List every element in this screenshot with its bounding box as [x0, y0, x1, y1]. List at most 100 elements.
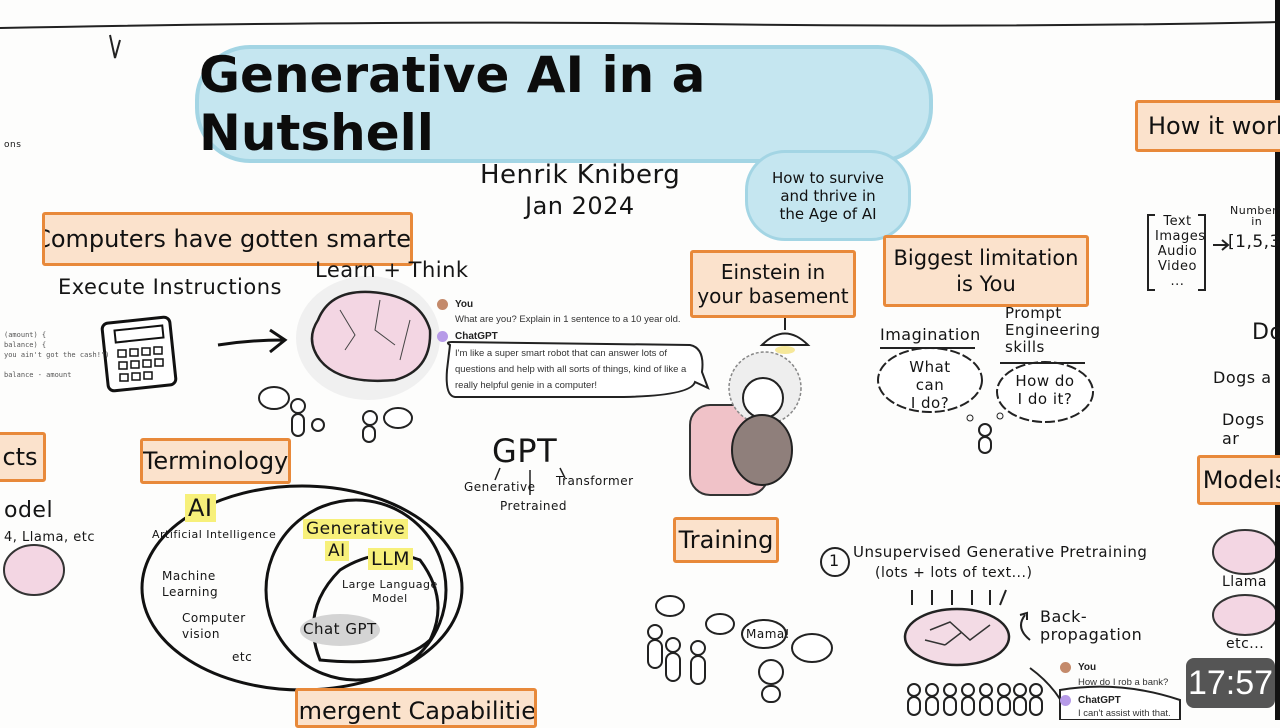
- term-gen-ai-line: AI: [325, 541, 349, 561]
- input-types: Text Images Audio Video ...: [1155, 214, 1206, 289]
- code-line: balance) {: [4, 341, 47, 349]
- chat1-user-name: You: [455, 299, 474, 310]
- how-it-works-label: How it works: [1135, 100, 1280, 152]
- code-line: you ain't got the cash!"): [4, 351, 110, 359]
- gpt-generative: Generative: [464, 480, 536, 494]
- term-ml-line: Machine: [162, 569, 216, 583]
- term-llm-text: LLM: [368, 548, 414, 570]
- backprop-line: Back-: [1040, 607, 1088, 626]
- thought-line: I do it?: [1017, 390, 1073, 408]
- gen-ai-ellipse: [264, 498, 448, 682]
- chat1-user-message: What are you? Explain in 1 sentence to a…: [455, 314, 681, 325]
- subtitle-line: the Age of AI: [779, 204, 877, 223]
- date: Jan 2024: [525, 192, 635, 220]
- term-ai-full: Artificial Intelligence: [152, 528, 277, 541]
- training-label: Training: [673, 517, 779, 563]
- term-ai: AI: [185, 494, 216, 522]
- speech-mama: Mama!: [746, 627, 791, 641]
- term-ml-line: Learning: [162, 585, 219, 599]
- author: Henrik Kniberg: [480, 160, 681, 190]
- term-llm-line: Large Language: [342, 578, 438, 591]
- fragment-dogs-1: Dogs a: [1213, 368, 1272, 387]
- chat2-bot-message: I can't assist with that.: [1078, 708, 1171, 719]
- top-stroke: [0, 21, 1280, 29]
- terminology-label: Terminology: [140, 438, 291, 484]
- prompt-line: skills: [1005, 338, 1045, 356]
- input-type: ...: [1170, 274, 1185, 289]
- gpt-title: GPT: [492, 432, 558, 470]
- gpt-pretrained: Pretrained: [500, 499, 568, 513]
- term-etc: etc: [232, 650, 253, 664]
- models-label: Models: [1197, 455, 1280, 505]
- emergent-capabilities-label: Emergent Capabilities: [295, 688, 537, 728]
- term-gen-ai: Generative AI: [303, 518, 409, 562]
- chatgpt-avatar: [1060, 695, 1071, 706]
- user-avatar: [1060, 662, 1071, 673]
- step-note: (lots + lots of text...): [875, 565, 1033, 581]
- model-etc: etc...: [1226, 636, 1265, 652]
- thought-line: I do?: [910, 394, 950, 412]
- top-left-fragment: ons: [4, 140, 22, 150]
- term-cv-line: Computer: [182, 611, 246, 625]
- limitation-label-line: Biggest limitation: [893, 246, 1079, 270]
- code-snippet: (amount) { balance) { you ain't got the …: [4, 330, 109, 380]
- term-chatgpt: Chat GPT: [303, 620, 377, 638]
- term-ai-text: AI: [185, 494, 216, 522]
- chat2-user-name: You: [1078, 662, 1097, 673]
- input-type: Video: [1158, 259, 1197, 274]
- network-icon: [903, 607, 1011, 667]
- subtitle-line: How to survive: [772, 168, 884, 187]
- term-llm-line: Model: [372, 592, 408, 605]
- term-ml: Machine Learning: [162, 568, 218, 600]
- step-title: Unsupervised Generative Pretraining: [853, 543, 1148, 561]
- left-edge-model-list: 4, Llama, etc: [4, 530, 95, 545]
- stick-figures-1: [258, 386, 413, 443]
- biggest-limitation-label: Biggest limitation is You: [883, 235, 1089, 307]
- term-cv: Computer vision: [182, 610, 246, 642]
- llm-shape: [311, 552, 440, 664]
- fragment-dogs-2: Dogs ar: [1222, 410, 1265, 448]
- chat-bubble-1: [445, 340, 710, 399]
- code-line: (amount) {: [4, 331, 47, 339]
- limitation-label-line: is You: [956, 272, 1016, 296]
- input-type: Images: [1155, 229, 1206, 244]
- brain-icon: [296, 276, 440, 400]
- numbers-line: in: [1251, 215, 1263, 228]
- step-number: 1: [829, 551, 840, 570]
- imagination-thought: What can I do?: [895, 358, 965, 412]
- einstein-label-line: Einstein in: [720, 260, 826, 284]
- imagination: Imagination: [880, 325, 981, 344]
- user-avatar: [437, 299, 448, 310]
- chat1-bot-message: I'm like a super smart robot that can an…: [455, 348, 687, 391]
- thought-line: How do: [1015, 372, 1075, 390]
- einstein-figure: [689, 351, 802, 496]
- computers-smarter-label: Computers have gotten smarter: [42, 212, 413, 266]
- term-llm: LLM: [368, 548, 414, 570]
- chatgpt-avatar: [437, 331, 448, 342]
- gpt-transformer: Transformer: [556, 474, 634, 488]
- term-cv-line: vision: [182, 627, 220, 641]
- chat2-user-message: How do I rob a bank?: [1078, 677, 1169, 688]
- numbers-vector: [1,5,3: [1228, 232, 1280, 252]
- numbers-label: Numbers in: [1230, 205, 1280, 227]
- execute-instructions: Execute Instructions: [58, 275, 282, 299]
- input-type: Audio: [1157, 244, 1198, 259]
- subtitle-line: and thrive in: [780, 186, 876, 205]
- einstein-label: Einstein in your basement: [690, 250, 856, 318]
- left-edge-label: cts: [0, 432, 46, 482]
- prompt-line: Prompt: [1005, 304, 1062, 322]
- backprop-line: propagation: [1040, 625, 1143, 644]
- thought-line: What can: [909, 358, 951, 394]
- left-edge-model: odel: [4, 498, 54, 523]
- prompt-engineering: Prompt Engineering skills: [1005, 305, 1101, 356]
- einstein-label-line: your basement: [697, 284, 849, 308]
- numbers-line: Numbers: [1230, 204, 1280, 217]
- chat1-bot-name: ChatGPT: [455, 331, 498, 342]
- subtitle-bubble: How to survive and thrive in the Age of …: [745, 150, 911, 241]
- calculator-icon: [100, 315, 178, 393]
- learn-think: Learn + Think: [315, 258, 469, 282]
- page-title: Generative AI in a Nutshell: [195, 45, 933, 163]
- backpropagation: Back- propagation: [1040, 608, 1142, 644]
- prompt-line: Engineering: [1005, 321, 1101, 339]
